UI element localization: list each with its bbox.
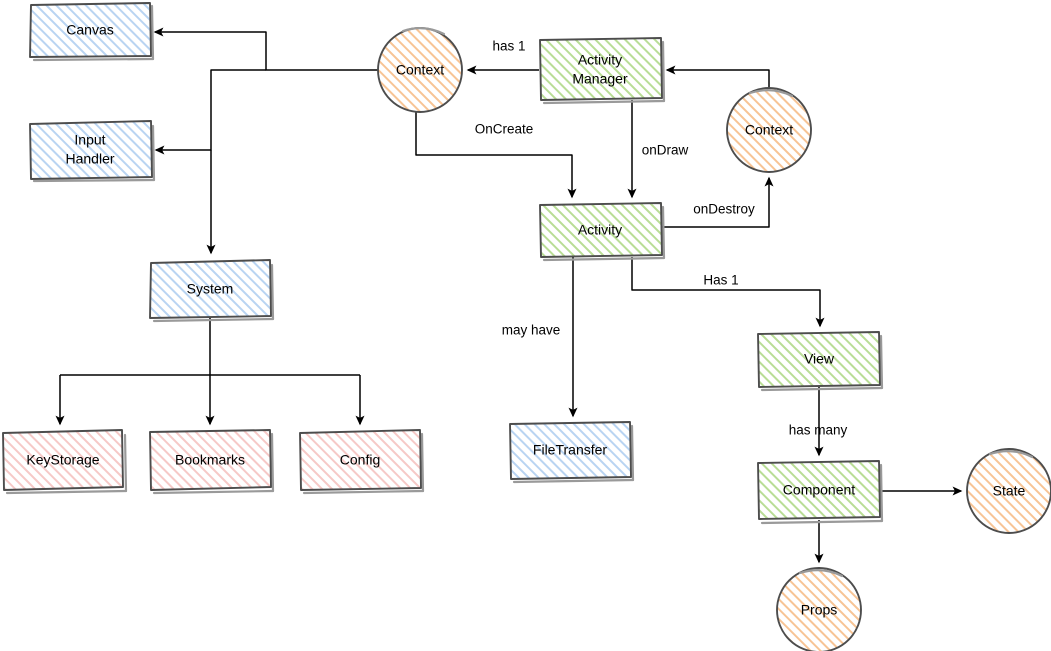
node-input-handler[interactable]: Input Handler [29,120,156,183]
edge-label-ondestroy: onDestroy [693,202,755,217]
node-filetransfer[interactable]: FileTransfer [509,421,635,484]
node-system[interactable]: System [149,259,275,323]
edge-activity-manager-to-activity: onDraw [627,100,689,199]
node-canvas[interactable]: Canvas [29,2,155,62]
node-state[interactable]: State [966,448,1051,534]
edge-label-ondraw: onDraw [642,143,689,158]
edge-label-may-have: may have [502,323,561,338]
edge-activity-to-filetransfer: may have [502,257,578,418]
edge-context-left-to-activity: OnCreate [415,112,577,199]
edge-label-has-1: has 1 [492,39,525,54]
edge-activity-to-view: Has 1 [631,257,825,328]
edge-context-right-to-activity-manager [665,65,770,88]
node-activity-manager[interactable]: Activity Manager [539,37,666,105]
node-props[interactable]: Props [776,567,862,651]
edge-label-oncreate: OnCreate [475,122,534,137]
node-view[interactable]: View [757,331,884,392]
edge-activity-manager-to-context-left: has 1 [466,39,539,75]
edge-label-has-1-view: Has 1 [703,273,738,288]
node-activity[interactable]: Activity [539,202,666,262]
node-context-right[interactable]: Context [726,87,812,173]
edge-context-left-to-canvas [153,27,378,71]
edge-label-has-many: has many [789,423,848,438]
node-config[interactable]: Config [299,429,425,495]
node-component[interactable]: Component [757,460,884,525]
node-bookmarks[interactable]: Bookmarks [149,429,275,495]
node-context-left[interactable]: Context [377,27,463,113]
edge-view-to-component: has many [789,387,848,457]
node-keystorage[interactable]: KeyStorage [2,429,128,495]
edge-system-to-children [55,318,365,426]
edge-activity-to-context-right: onDestroy [661,176,774,228]
edge-context-left-to-input-handler [154,69,266,155]
